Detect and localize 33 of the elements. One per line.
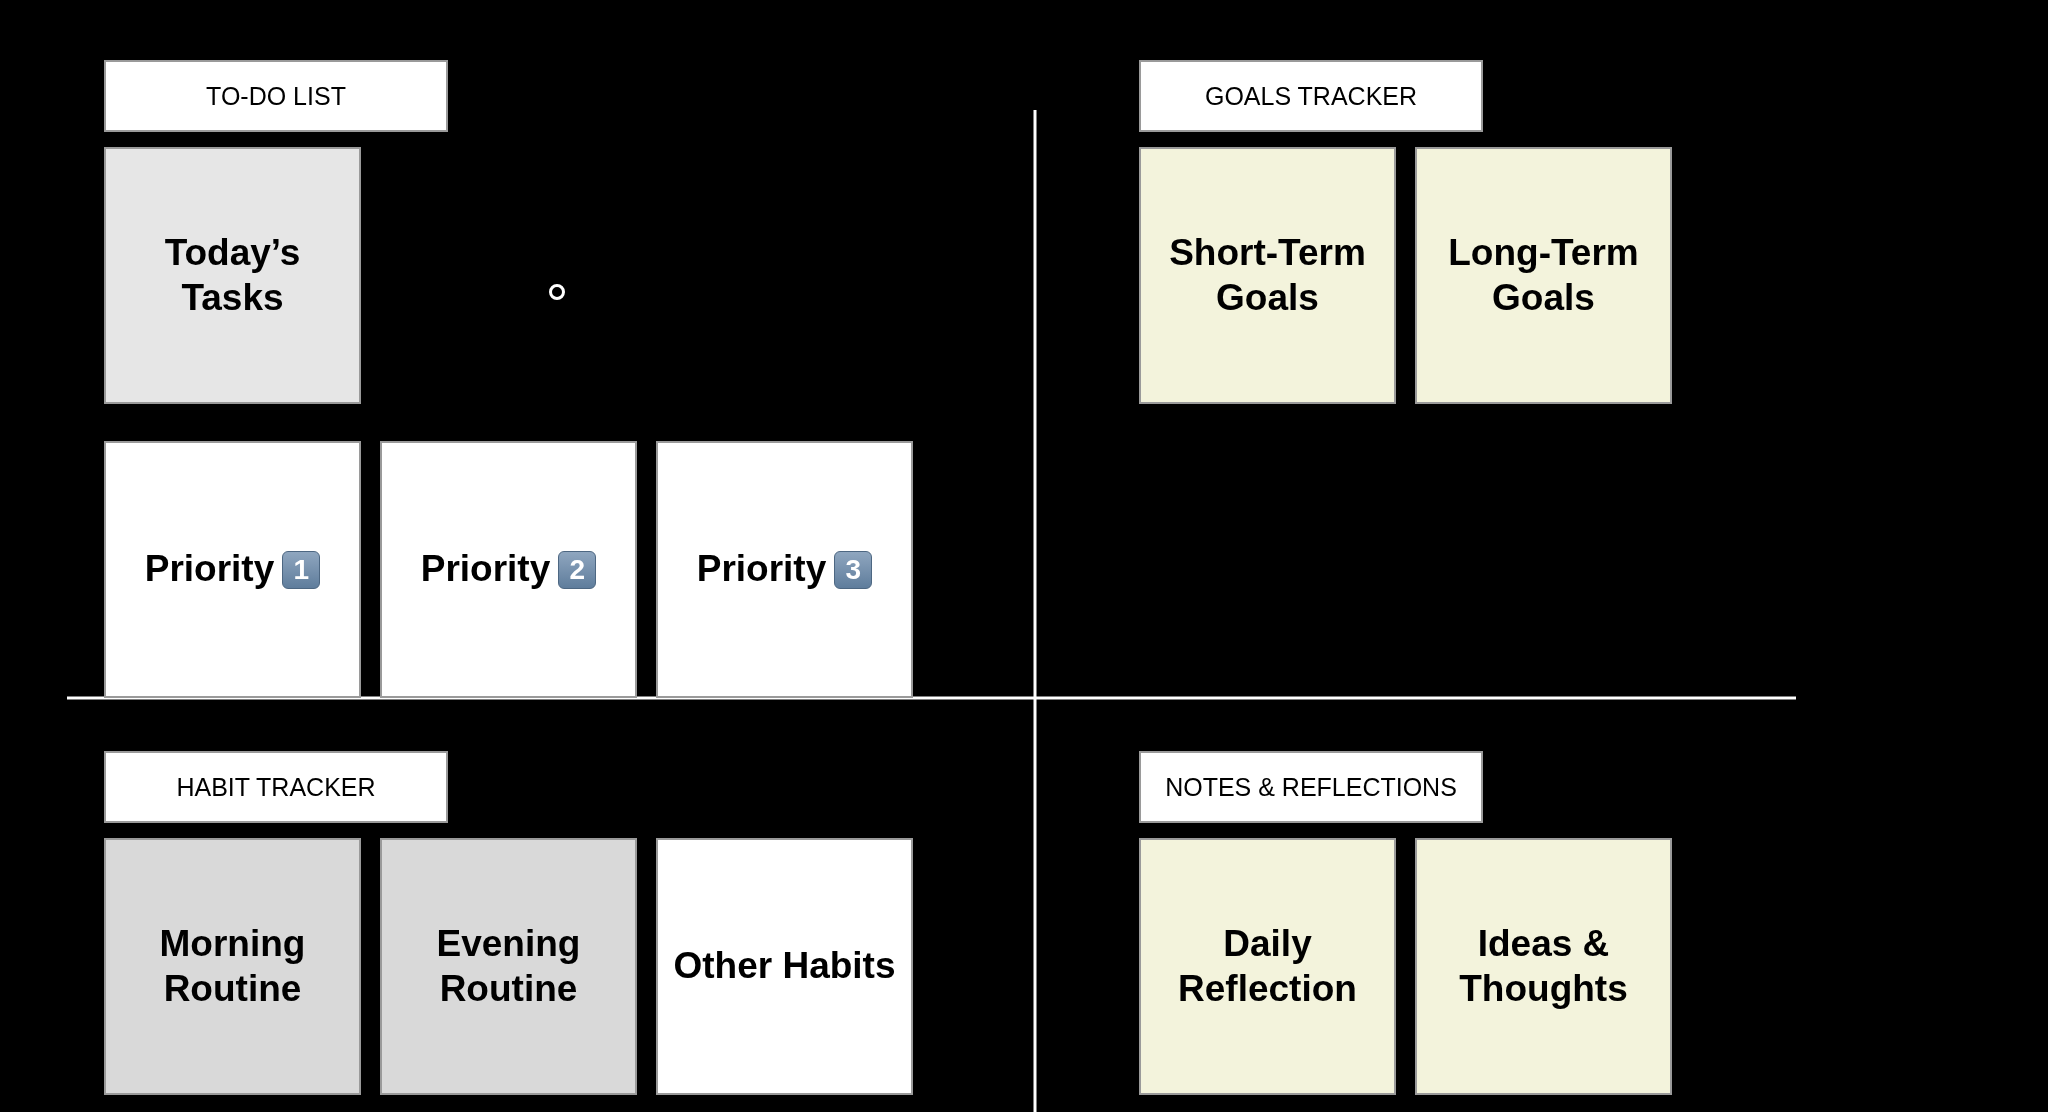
header-title: NOTES & REFLECTIONS bbox=[1165, 772, 1457, 802]
note-title: Priority bbox=[144, 547, 275, 592]
sticky-note bbox=[104, 441, 361, 698]
note-title: Daily Reflection bbox=[1177, 922, 1358, 1011]
number-keycap: 3 bbox=[834, 550, 873, 589]
note-title: Today’s Tasks bbox=[163, 231, 302, 320]
note-title: Other Habits bbox=[673, 944, 896, 989]
note-title: Ideas & Thoughts bbox=[1458, 922, 1629, 1011]
note-title: Priority bbox=[420, 547, 551, 592]
note-title: Short-Term Goals bbox=[1168, 231, 1367, 320]
sticky-note bbox=[380, 441, 637, 698]
note-title: Evening Routine bbox=[435, 922, 582, 1011]
note-title: Morning Routine bbox=[158, 922, 307, 1011]
sticky-note bbox=[1415, 838, 1672, 1095]
header-title: HABIT TRACKER bbox=[176, 772, 376, 802]
section-header bbox=[1139, 60, 1483, 132]
sticky-note bbox=[380, 838, 637, 1095]
sticky-note bbox=[1139, 838, 1396, 1095]
number-keycap: 1 bbox=[282, 550, 321, 589]
note-title: Long-Term Goals bbox=[1447, 231, 1640, 320]
header-title: TO-DO LIST bbox=[206, 81, 346, 111]
sticky-note bbox=[104, 838, 361, 1095]
sticky-note bbox=[1415, 147, 1672, 404]
note-title: Priority bbox=[696, 547, 827, 592]
header-title: GOALS TRACKER bbox=[1204, 81, 1418, 111]
sticky-note bbox=[1139, 147, 1396, 404]
section-header bbox=[1139, 751, 1483, 823]
section-header bbox=[104, 751, 448, 823]
section-header bbox=[104, 60, 448, 132]
sticky-note bbox=[656, 441, 913, 698]
sticky-note bbox=[104, 147, 361, 404]
number-keycap: 2 bbox=[558, 550, 597, 589]
sticky-note bbox=[656, 838, 913, 1095]
